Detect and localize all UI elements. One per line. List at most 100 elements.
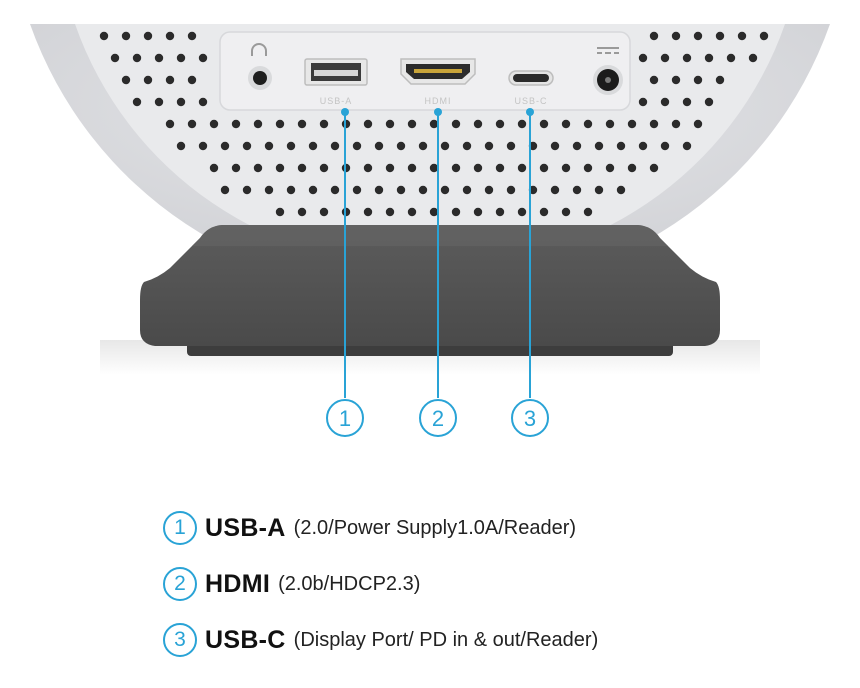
vent-hole xyxy=(165,31,175,41)
vent-hole xyxy=(220,185,230,195)
vent-hole xyxy=(165,75,175,85)
vent-hole xyxy=(704,53,714,63)
vent-hole xyxy=(396,141,406,151)
vent-hole xyxy=(517,207,527,217)
vent-hole xyxy=(462,141,472,151)
vent-hole xyxy=(110,53,120,63)
usb-a-port-label: USB-A xyxy=(320,96,353,106)
vent-hole xyxy=(484,185,494,195)
legend-number-1: 1 xyxy=(163,511,197,545)
vent-hole xyxy=(429,207,439,217)
vent-hole xyxy=(275,207,285,217)
vent-hole xyxy=(297,163,307,173)
vent-hole xyxy=(572,185,582,195)
vent-hole xyxy=(308,185,318,195)
dc-power-port xyxy=(593,47,623,95)
vent-hole xyxy=(418,185,428,195)
vent-hole xyxy=(374,141,384,151)
vent-hole xyxy=(561,163,571,173)
vent-hole xyxy=(429,163,439,173)
vent-hole xyxy=(121,75,131,85)
vent-hole xyxy=(649,75,659,85)
vent-hole xyxy=(352,141,362,151)
vent-hole xyxy=(176,53,186,63)
vent-hole xyxy=(319,119,329,129)
vent-hole xyxy=(165,119,175,129)
vent-hole xyxy=(539,163,549,173)
vent-hole xyxy=(682,97,692,107)
vent-hole xyxy=(473,163,483,173)
vent-hole xyxy=(693,119,703,129)
vent-hole xyxy=(495,119,505,129)
vent-hole xyxy=(132,97,142,107)
vent-hole xyxy=(594,185,604,195)
vent-hole xyxy=(638,97,648,107)
vent-hole xyxy=(198,141,208,151)
vent-hole xyxy=(660,53,670,63)
vent-hole xyxy=(209,119,219,129)
vent-hole xyxy=(693,31,703,41)
vent-hole xyxy=(363,163,373,173)
callout-number-3: 3 xyxy=(524,406,536,431)
vent-hole xyxy=(297,119,307,129)
vent-hole xyxy=(539,119,549,129)
vent-hole xyxy=(583,207,593,217)
vent-hole xyxy=(605,163,615,173)
vent-hole xyxy=(385,207,395,217)
vent-hole xyxy=(231,119,241,129)
vent-hole xyxy=(627,163,637,173)
vent-hole xyxy=(649,163,659,173)
vent-hole xyxy=(616,141,626,151)
vent-hole xyxy=(726,53,736,63)
vent-hole xyxy=(517,119,527,129)
usb-c-port-label: USB-C xyxy=(514,96,547,106)
vent-hole xyxy=(330,141,340,151)
vent-hole xyxy=(671,31,681,41)
callout-marker-2: 2 xyxy=(419,399,457,437)
vent-hole xyxy=(264,141,274,151)
vent-hole xyxy=(242,185,252,195)
headphone-port xyxy=(248,43,272,90)
vent-hole xyxy=(429,119,439,129)
vent-hole xyxy=(660,97,670,107)
vent-hole xyxy=(671,75,681,85)
vent-hole xyxy=(187,31,197,41)
vent-hole xyxy=(99,31,109,41)
vent-hole xyxy=(473,119,483,129)
vent-hole xyxy=(594,141,604,151)
vent-hole xyxy=(363,207,373,217)
vent-hole xyxy=(407,119,417,129)
projector-rear-illustration: USB-A HDMI USB-C xyxy=(30,24,830,437)
vent-hole xyxy=(187,75,197,85)
vent-hole xyxy=(704,97,714,107)
vent-hole xyxy=(550,185,560,195)
vent-hole xyxy=(253,163,263,173)
usb-a-port: USB-A xyxy=(304,58,368,106)
vent-hole xyxy=(682,53,692,63)
legend-port-detail: (2.0/Power Supply1.0A/Reader) xyxy=(293,516,577,539)
vent-hole xyxy=(385,163,395,173)
vent-hole xyxy=(209,163,219,173)
vent-hole xyxy=(407,163,417,173)
vent-hole xyxy=(561,207,571,217)
vent-hole xyxy=(132,53,142,63)
vent-hole xyxy=(176,141,186,151)
vent-hole xyxy=(495,163,505,173)
vent-hole xyxy=(572,141,582,151)
vent-hole xyxy=(715,75,725,85)
callout-number-2: 2 xyxy=(432,406,444,431)
vent-hole xyxy=(385,119,395,129)
vent-hole xyxy=(583,163,593,173)
vent-hole xyxy=(319,207,329,217)
vent-hole xyxy=(143,31,153,41)
vent-hole xyxy=(451,119,461,129)
vent-hole xyxy=(506,185,516,195)
vent-hole xyxy=(187,119,197,129)
projector-stand xyxy=(140,225,720,356)
vent-hole xyxy=(649,119,659,129)
legend-item-hdmi: 2 HDMI (2.0b/HDCP2.3) xyxy=(163,564,420,604)
vent-hole xyxy=(440,141,450,151)
vent-hole xyxy=(484,141,494,151)
vent-hole xyxy=(121,31,131,41)
vent-hole xyxy=(374,185,384,195)
